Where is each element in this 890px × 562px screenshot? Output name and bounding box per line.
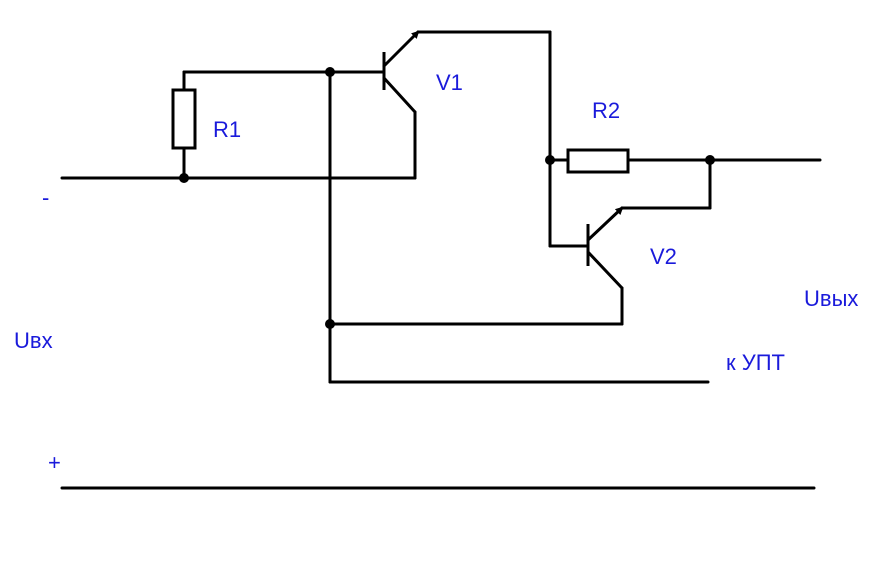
label-plus: +	[48, 450, 61, 475]
label-input-voltage: Uвх	[14, 328, 53, 353]
junction-node	[179, 173, 189, 183]
label-minus: -	[42, 185, 49, 210]
transistor-v1-collector	[382, 76, 417, 114]
transistor-v2-emitter	[586, 206, 624, 242]
transistor-v2-collector	[586, 250, 624, 290]
label-r1: R1	[213, 117, 241, 142]
label-to-upt: к УПТ	[726, 350, 785, 375]
resistor-r2	[566, 148, 630, 174]
label-v1: V1	[436, 70, 463, 95]
transistor-v1-emitter	[382, 30, 420, 68]
junction-node	[705, 155, 715, 165]
label-output-voltage: Uвых	[804, 286, 858, 311]
junction-node	[545, 155, 555, 165]
label-v2: V2	[650, 244, 677, 269]
junction-node	[325, 67, 335, 77]
label-r2: R2	[592, 98, 620, 123]
junction-node	[325, 319, 335, 329]
resistor-r1	[171, 88, 197, 150]
